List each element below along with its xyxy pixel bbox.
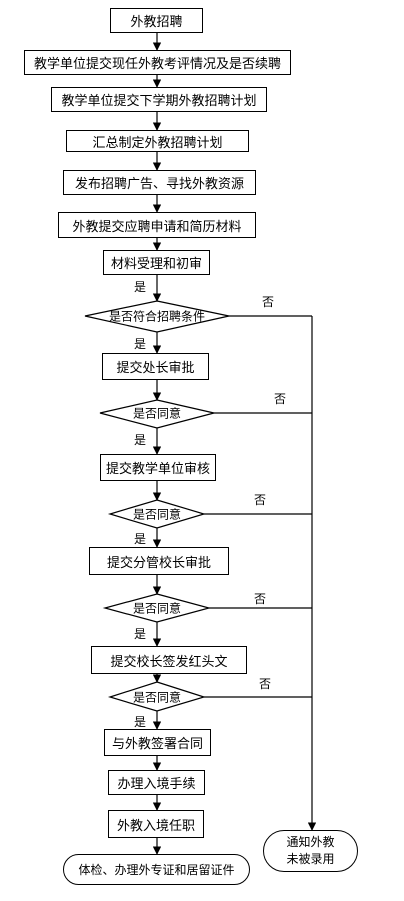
step-3-label: 教学单位提交下学期外教招聘计划 bbox=[61, 94, 257, 109]
decision-1-diamond bbox=[84, 300, 230, 333]
terminal-reject-label: 通知外教 未被录用 bbox=[286, 835, 335, 866]
terminal-end: 体检、办理外专证和居留证件 bbox=[63, 854, 250, 885]
step-5-label: 发布招聘广告、寻找外教资源 bbox=[74, 177, 244, 192]
step-7-label: 材料受理和初审 bbox=[110, 257, 202, 272]
step-3-box: 教学单位提交下学期外教招聘计划 bbox=[51, 87, 267, 112]
step-11-label: 提交校长签发红头文 bbox=[110, 654, 228, 670]
decision-2-label: 是否同意 bbox=[132, 406, 182, 421]
yes-label-2: 是 bbox=[134, 337, 147, 351]
no-label-2: 否 bbox=[274, 392, 287, 406]
decision-4-diamond bbox=[102, 593, 212, 623]
yes-label-1: 是 bbox=[134, 280, 147, 294]
no-label-1: 否 bbox=[262, 295, 275, 309]
step-10-box: 提交分管校长审批 bbox=[89, 547, 229, 575]
yes-label-4: 是 bbox=[134, 532, 147, 546]
decision-3-label: 是否同意 bbox=[132, 507, 182, 522]
decision-3-diamond bbox=[107, 499, 207, 529]
step-1-box: 外教招聘 bbox=[110, 8, 203, 33]
step-4-label: 汇总制定外教招聘计划 bbox=[92, 135, 223, 151]
step-5-box: 发布招聘广告、寻找外教资源 bbox=[63, 170, 256, 195]
decision-2-diamond bbox=[99, 399, 215, 429]
step-9-box: 提交教学单位审核 bbox=[100, 454, 216, 481]
step-7-box: 材料受理和初审 bbox=[103, 250, 210, 275]
step-2-label: 教学单位提交现任外教考评情况及是否续聘 bbox=[33, 57, 281, 72]
step-12-box: 与外教签署合同 bbox=[104, 729, 211, 756]
step-1-label: 外教招聘 bbox=[130, 15, 183, 30]
step-11-box: 提交校长签发红头文 bbox=[91, 646, 247, 674]
step-14-label: 外教入境任职 bbox=[116, 818, 195, 834]
no-label-4: 否 bbox=[254, 592, 267, 606]
step-12-label: 与外教签署合同 bbox=[111, 737, 203, 752]
step-13-box: 办理入境手续 bbox=[108, 770, 205, 795]
decision-1-label: 是否符合招聘条件 bbox=[108, 309, 206, 324]
terminal-end-label: 体检、办理外专证和居留证件 bbox=[78, 863, 235, 877]
step-8-box: 提交处长审批 bbox=[102, 353, 209, 380]
step-9-label: 提交教学单位审核 bbox=[105, 462, 210, 477]
yes-label-5: 是 bbox=[134, 627, 147, 641]
terminal-reject: 通知外教 未被录用 bbox=[263, 830, 358, 872]
yes-label-6: 是 bbox=[134, 715, 147, 729]
step-6-label: 外教提交应聘申请和简历材料 bbox=[72, 219, 242, 235]
step-8-label: 提交处长审批 bbox=[116, 361, 195, 376]
step-2-box: 教学单位提交现任外教考评情况及是否续聘 bbox=[24, 50, 291, 75]
step-10-label: 提交分管校长审批 bbox=[106, 555, 211, 571]
decision-4-label: 是否同意 bbox=[132, 601, 182, 616]
no-label-3: 否 bbox=[254, 493, 267, 507]
step-13-label: 办理入境手续 bbox=[117, 777, 196, 792]
step-14-box: 外教入境任职 bbox=[108, 810, 204, 838]
decision-5-diamond bbox=[107, 681, 207, 712]
decision-5-label: 是否同意 bbox=[132, 690, 182, 705]
no-label-5: 否 bbox=[259, 677, 272, 691]
yes-label-3: 是 bbox=[134, 433, 147, 447]
step-4-box: 汇总制定外教招聘计划 bbox=[66, 130, 249, 152]
step-6-box: 外教提交应聘申请和简历材料 bbox=[58, 212, 256, 238]
